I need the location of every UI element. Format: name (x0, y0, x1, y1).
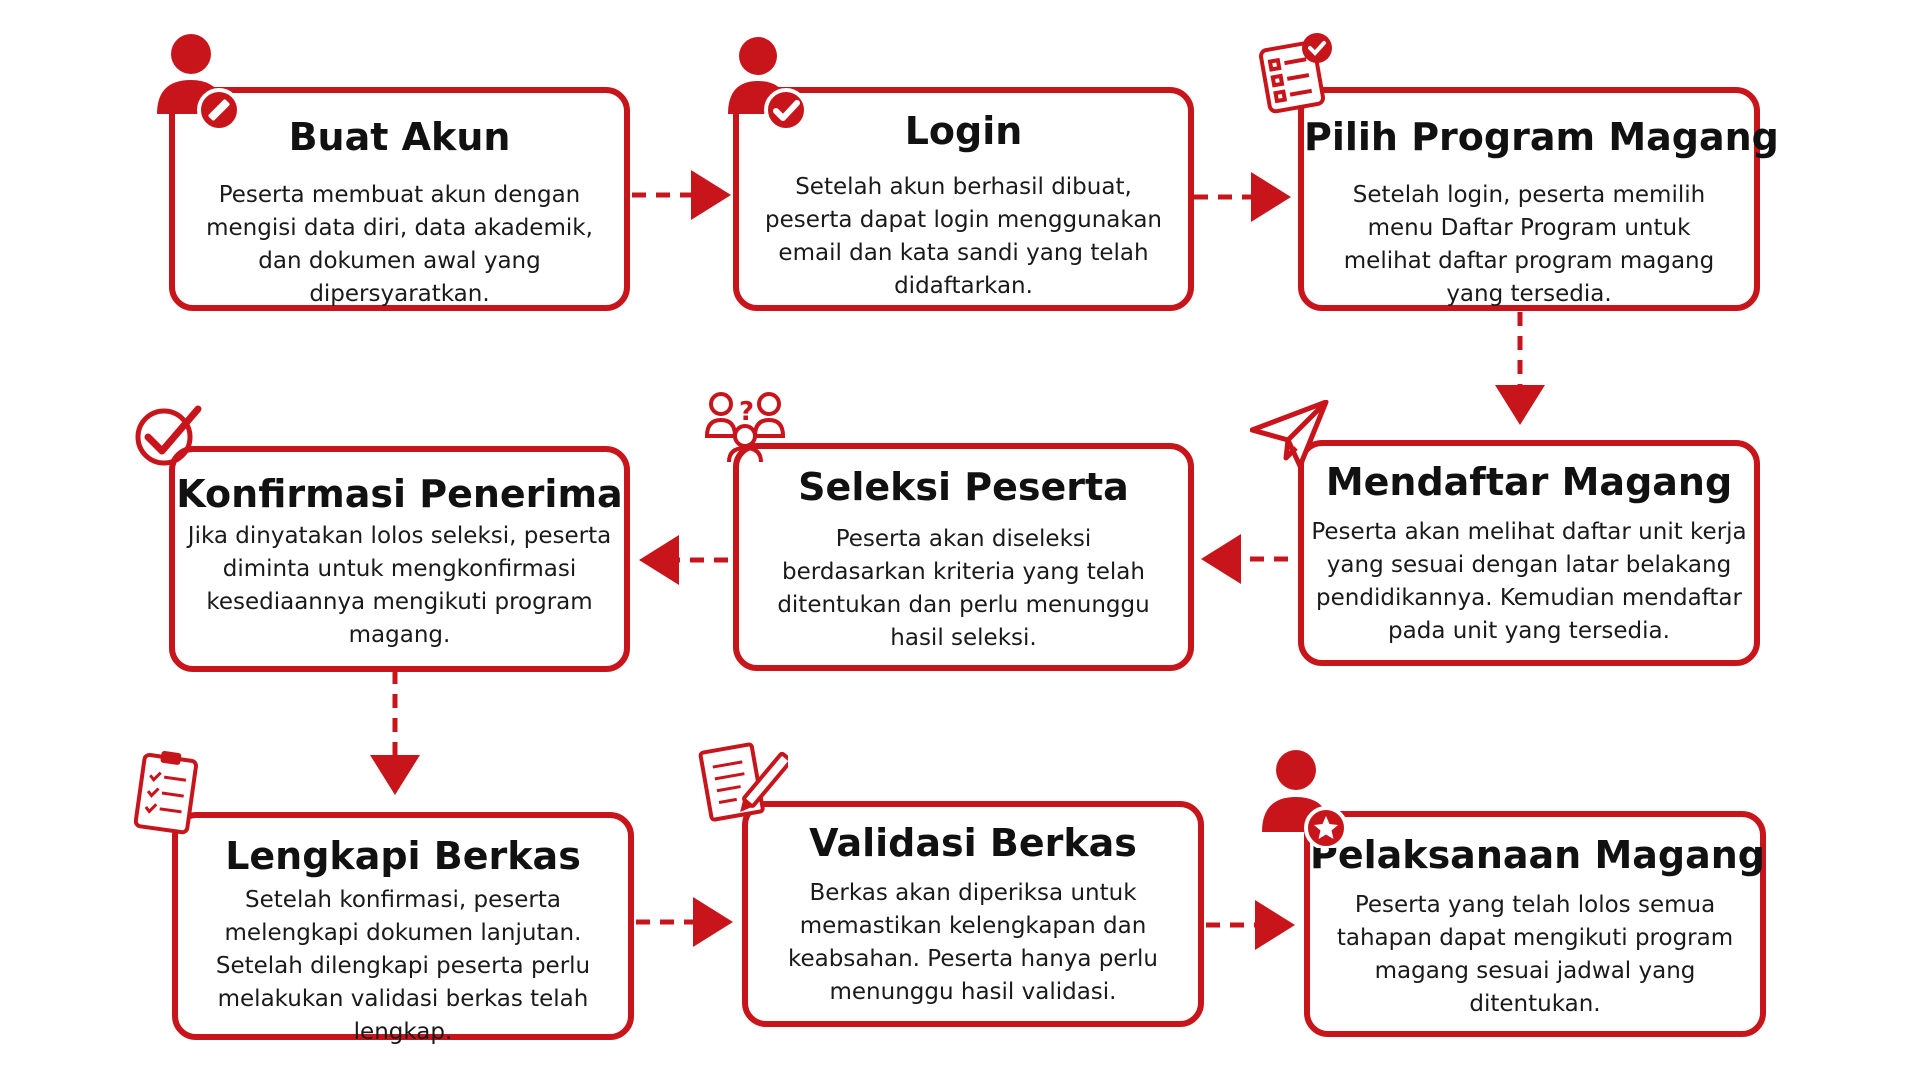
step-title: Validasi Berkas (809, 821, 1137, 865)
step-description: Setelah login, peserta memilih menu Daft… (1343, 181, 1715, 307)
svg-text:?: ? (739, 397, 754, 427)
step-description: Jika dinyatakan lolos seleksi, peserta d… (187, 522, 612, 648)
step-description: Peserta akan melihat daftar unit kerja y… (1311, 518, 1747, 644)
user-check-icon (728, 37, 808, 132)
step-card-login: Login Setelah akun berhasil dibuat, pese… (733, 87, 1194, 311)
clipboard-icon (134, 750, 199, 835)
paper-plane-icon (1250, 400, 1329, 469)
step-title: Pilih Program Magang (1304, 115, 1779, 159)
step-title: Seleksi Peserta (798, 465, 1129, 509)
step-title: Mendaftar Magang (1325, 460, 1733, 504)
step-card-pelaksanaan-magang: Pelaksanaan Magang Peserta yang telah lo… (1304, 811, 1766, 1037)
step-title: Lengkapi Berkas (225, 834, 581, 878)
step-description: Peserta akan diseleksi berdasarkan krite… (777, 525, 1150, 651)
step-title: Login (904, 109, 1023, 153)
step-description: Peserta membuat akun dengan mengisi data… (206, 181, 593, 307)
user-star-icon (1262, 750, 1348, 848)
checklist-icon (1258, 33, 1332, 114)
step-title: Konfirmasi Penerima (176, 472, 623, 516)
check-circle-icon (135, 405, 202, 466)
step-card-buat-akun: Buat Akun Peserta membuat akun dengan me… (169, 87, 630, 311)
step-card-konfirmasi-penerima: Konfirmasi Penerima Jika dinyatakan lolo… (169, 446, 630, 672)
step-card-lengkapi-berkas: Lengkapi Berkas Setelah konfirmasi, pese… (172, 812, 634, 1045)
step-card-mendaftar-magang: Mendaftar Magang Peserta akan melihat da… (1298, 440, 1760, 666)
people-question-icon: ? (705, 392, 786, 463)
step-description: Setelah konfirmasi, peserta melengkapi d… (215, 886, 591, 1045)
step-card-pilih-program-magang: Pilih Program Magang Setelah login, pese… (1298, 87, 1779, 311)
user-edit-icon (157, 34, 241, 132)
document-pen-icon (698, 742, 788, 822)
step-title: Buat Akun (288, 115, 511, 159)
step-title: Pelaksanaan Magang (1310, 833, 1765, 877)
step-description: Berkas akan diperiksa untuk memastikan k… (788, 879, 1158, 1005)
step-card-seleksi-peserta: Seleksi Peserta Peserta akan diseleksi b… (733, 443, 1194, 671)
step-description: Setelah akun berhasil dibuat, peserta da… (765, 173, 1162, 299)
step-description: Peserta yang telah lolos semua tahapan d… (1336, 891, 1734, 1017)
step-card-validasi-berkas: Validasi Berkas Berkas akan diperiksa un… (742, 801, 1204, 1027)
